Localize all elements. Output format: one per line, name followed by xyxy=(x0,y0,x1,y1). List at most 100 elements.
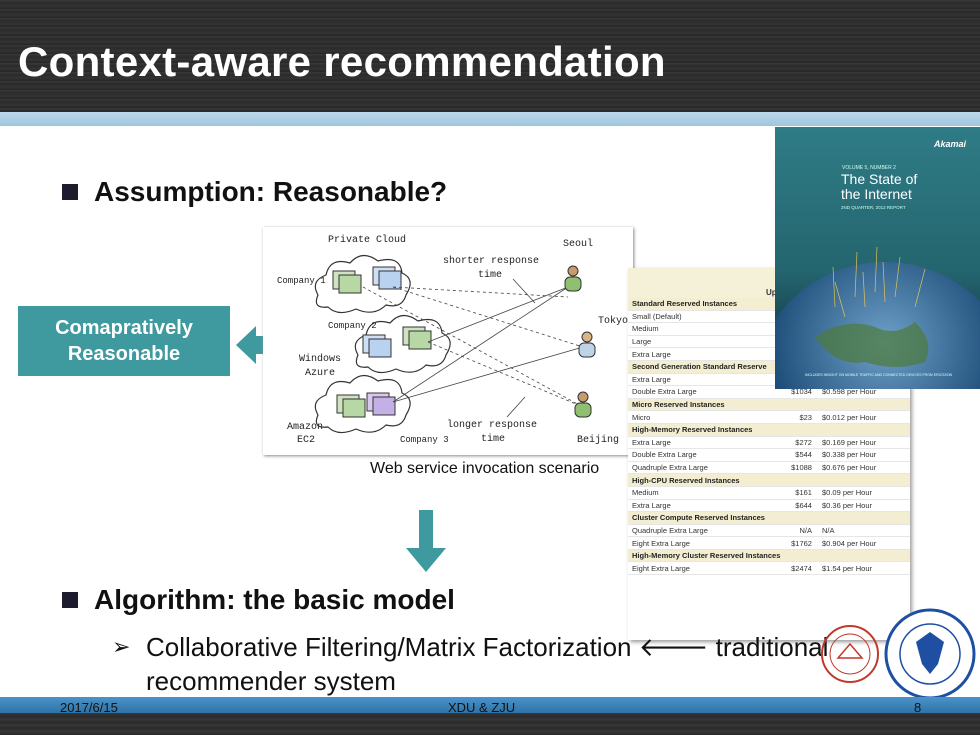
cloud-2 xyxy=(354,314,451,374)
pricing-cell-name: Micro Reserved Instances xyxy=(632,400,725,410)
pricing-cell-name: Double Extra Large xyxy=(632,387,697,397)
pricing-cell-hourly: N/A xyxy=(821,525,835,535)
pricing-cell-price: N/A xyxy=(799,525,812,535)
pricing-cell-name: Medium xyxy=(632,488,659,498)
left-arrow-icon xyxy=(236,326,280,364)
bullet-algorithm-text: Algorithm: the basic model xyxy=(94,584,455,615)
label-tokyo: Tokyo xyxy=(598,315,628,327)
report-quarter: 2ND QUARTER, 2012 REPORT xyxy=(841,205,906,210)
pricing-cell-name: Micro xyxy=(632,412,651,422)
pricing-section-row: High-CPU Reserved Instances xyxy=(628,474,910,487)
pricing-cell-name: Small (Default) xyxy=(632,311,682,321)
pricing-row: Double Extra Large $544 $0.338 per Hour xyxy=(628,449,910,462)
label-windows: Windows xyxy=(299,353,341,365)
pricing-cell-hourly: $0.676 per Hour xyxy=(821,463,877,473)
globe-image xyxy=(775,247,980,389)
footer-date: 2017/6/15 xyxy=(60,700,118,715)
pricing-cell-price: $272 xyxy=(795,437,812,447)
pricing-header-text: Up xyxy=(766,288,777,297)
report-footnote: INCLUDES INSIGHT ON MOBILE TRAFFIC AND C… xyxy=(805,373,953,377)
pricing-cell-hourly: $1.54 per Hour xyxy=(821,563,873,573)
footer-dark-strip xyxy=(0,713,980,735)
pricing-cell-hourly: $0.598 per Hour xyxy=(821,387,877,397)
bullet-assumption: Assumption: Reasonable? xyxy=(62,176,447,208)
pricing-cell-price: $544 xyxy=(795,450,812,460)
diagram-caption: Web service invocation scenario xyxy=(370,460,600,477)
pricing-cell-name: Second Generation Standard Reserve xyxy=(632,362,767,372)
pricing-cell-price: $2474 xyxy=(791,563,812,573)
pricing-cell-name: Cluster Compute Reserved Instances xyxy=(632,513,765,523)
pricing-cell-name: Eight Extra Large xyxy=(632,538,690,548)
pricing-section-row: Micro Reserved Instances xyxy=(628,398,910,412)
report-volume: VOLUME 5, NUMBER 2 xyxy=(842,165,896,171)
server-icons xyxy=(332,266,432,418)
pricing-cell-price: $644 xyxy=(795,500,812,510)
pricing-cell-price: $23 xyxy=(799,412,812,422)
title-bar: Context-aware recommendation xyxy=(0,0,980,112)
pricing-cell-name: Eight Extra Large xyxy=(632,563,690,573)
pricing-cell-name: High-CPU Reserved Instances xyxy=(632,475,740,485)
pricing-row: Extra Large $644 $0.36 per Hour xyxy=(628,500,910,513)
pricing-cell-price: $1762 xyxy=(791,538,812,548)
report-title-line-1: The State of xyxy=(841,171,918,187)
bullet-square-icon xyxy=(62,592,78,608)
arrow-bullet-icon: ➢ xyxy=(112,634,131,659)
web-service-diagram: Private Cloud Seoul shorter response tim… xyxy=(263,227,633,455)
pricing-section-row: Cluster Compute Reserved Instances xyxy=(628,512,910,525)
pricing-cell-name: Quadruple Extra Large xyxy=(632,525,708,535)
pricing-row: Eight Extra Large $1762 $0.904 per Hour xyxy=(628,537,910,550)
label-ec2: EC2 xyxy=(297,435,315,446)
pricing-cell-hourly: $0.012 per Hour xyxy=(821,412,877,422)
callout-box: Comapratively Reasonable xyxy=(18,306,230,376)
pricing-cell-name: High-Memory Reserved Instances xyxy=(632,425,753,435)
pricing-cell-price: $1088 xyxy=(791,463,812,473)
diagram-figure: Private Cloud Seoul shorter response tim… xyxy=(277,234,628,446)
user-icons xyxy=(564,265,596,418)
pricing-row: Quadruple Extra Large N/A N/A xyxy=(628,525,910,538)
bullet-square-icon xyxy=(62,184,78,200)
pricing-cell-price: $1034 xyxy=(791,387,812,397)
pricing-cell-name: Medium xyxy=(632,324,659,334)
slide-title: Context-aware recommendation xyxy=(18,38,666,85)
pricing-cell-hourly: $0.904 per Hour xyxy=(821,538,877,548)
down-arrow-icon xyxy=(406,510,446,572)
pricing-cell-name: Large xyxy=(632,337,652,347)
pricing-cell-name: Extra Large xyxy=(632,437,671,447)
label-company-1: Company 1 xyxy=(277,276,326,286)
pricing-section-row: High-Memory Cluster Reserved Instances xyxy=(628,549,910,563)
sub-bullet: ➢ Collaborative Filtering/Matrix Factori… xyxy=(112,630,892,698)
bullet-assumption-text: Assumption: Reasonable? xyxy=(94,176,448,207)
label-company-3: Company 3 xyxy=(400,435,449,445)
pricing-section-row: High-Memory Reserved Instances xyxy=(628,423,910,437)
bullet-algorithm: Algorithm: the basic model xyxy=(62,584,455,616)
pricing-row: Double Extra Large $1034 $0.598 per Hour xyxy=(628,386,910,399)
pricing-cell-name: Double Extra Large xyxy=(632,450,697,460)
label-time-2: time xyxy=(481,433,505,445)
footer-bar xyxy=(0,697,980,713)
label-azure: Azure xyxy=(305,368,335,379)
pricing-cell-hourly: $0.169 per Hour xyxy=(821,437,877,447)
label-company-2: Company 2 xyxy=(328,321,377,331)
pricing-cell-name: Extra Large xyxy=(632,500,671,510)
pricing-cell-name: Extra Large xyxy=(632,349,671,359)
label-shorter: shorter response xyxy=(443,255,539,267)
label-time-1: time xyxy=(478,269,502,281)
pricing-cell-price: $161 xyxy=(795,488,812,498)
footer-center: XDU & ZJU xyxy=(448,700,516,715)
zju-logo-icon xyxy=(884,608,976,700)
pricing-row: Eight Extra Large $2474 $1.54 per Hour xyxy=(628,562,910,576)
pricing-row: Micro $23 $0.012 per Hour xyxy=(628,411,910,424)
pricing-cell-name: Extra Large xyxy=(632,374,671,384)
pricing-row: Quadruple Extra Large$1088$0.676 per Hou… xyxy=(628,462,910,475)
cloud-1 xyxy=(314,254,411,314)
report-title-line-2: the Internet xyxy=(841,186,912,202)
label-private-cloud: Private Cloud xyxy=(328,234,406,246)
pricing-cell-hourly: $0.36 per Hour xyxy=(821,500,873,510)
page-number: 8 xyxy=(914,700,922,715)
pricing-cell-name: Standard Reserved Instances xyxy=(632,299,738,309)
xdu-logo-icon xyxy=(821,625,879,683)
report-cover: Akamai VOLUME 5, NUMBER 2 The State of t… xyxy=(775,127,980,389)
akamai-logo: Akamai xyxy=(933,139,966,149)
pricing-cell-name: High-Memory Cluster Reserved Instances xyxy=(632,551,781,561)
pricing-cell-hourly: $0.338 per Hour xyxy=(821,450,877,460)
